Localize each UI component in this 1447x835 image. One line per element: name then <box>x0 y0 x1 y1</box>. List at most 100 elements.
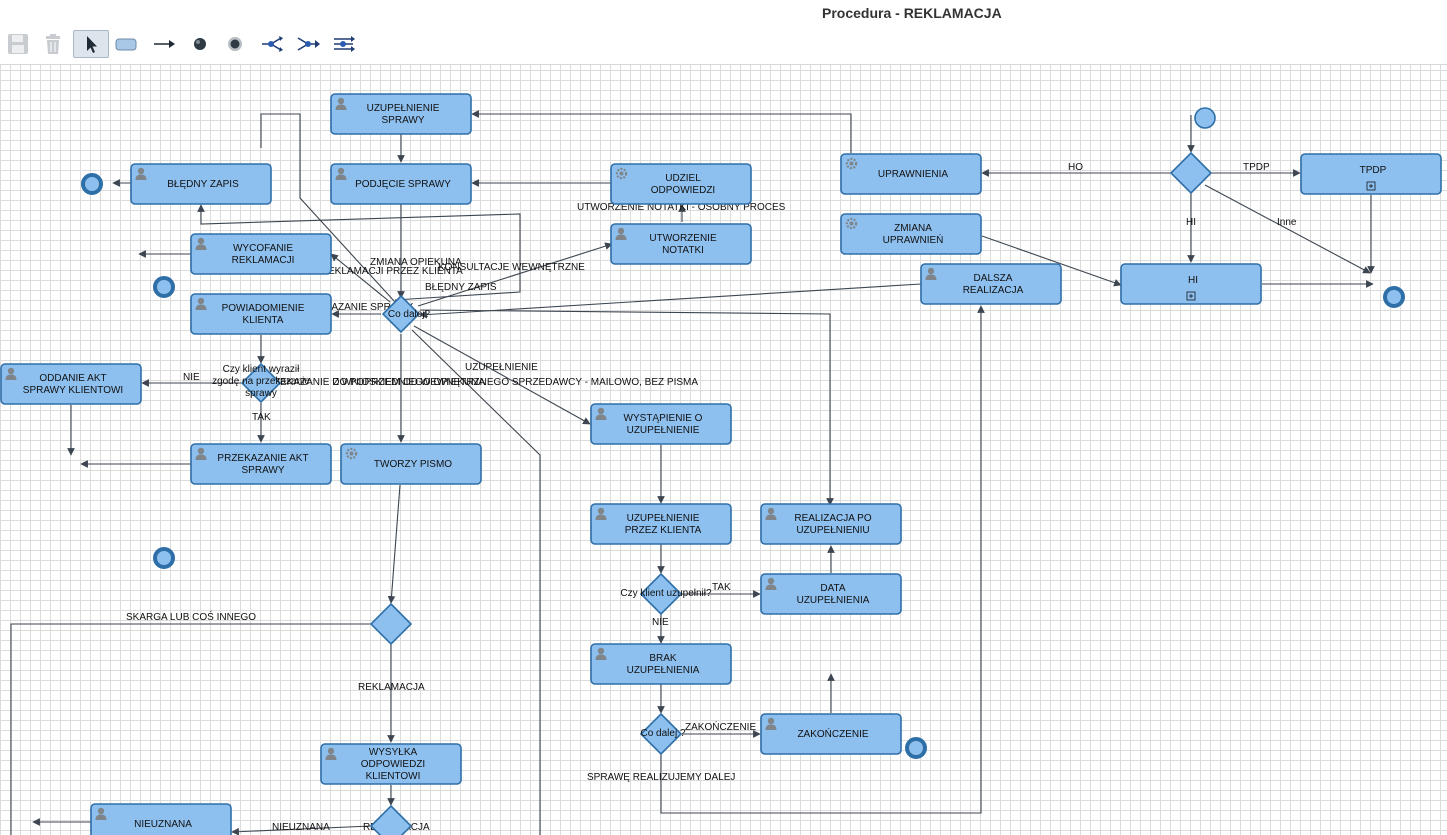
task-label: WYCOFANIE <box>233 243 293 254</box>
task-box <box>190 233 332 275</box>
task-label: UPRAWNIEŃ <box>883 233 944 246</box>
gateway-co-dalej[interactable]: Co dalej? <box>381 294 431 334</box>
task-box <box>760 573 902 615</box>
gateway-parallel-tool[interactable] <box>328 30 360 58</box>
gateway-czy-uzupelnil[interactable]: Czy klient uzupełnił? <box>620 572 712 616</box>
start-event[interactable] <box>1194 107 1216 129</box>
edge-gw-wycofanie[interactable] <box>330 253 391 303</box>
task-bledny-zapis[interactable]: BŁĘDNY ZAPIS <box>130 163 272 205</box>
task-label: DATA <box>820 583 846 594</box>
end-event[interactable] <box>1383 286 1405 308</box>
task-label: NOTATKI <box>662 245 704 256</box>
toolbar <box>0 26 1447 65</box>
edge-label: PRZEKAZANIE SPRAWY <box>298 302 414 313</box>
trash-icon <box>46 34 60 54</box>
arrow-right-icon <box>154 40 175 48</box>
task-label: UDZIEL <box>665 173 701 184</box>
task-tworzy-pismo[interactable]: TWORZY PISMO <box>340 443 482 485</box>
task-box <box>330 93 472 135</box>
edge-uprawnienia-uzupelnienie[interactable] <box>471 110 852 153</box>
connector-tool[interactable] <box>148 30 180 58</box>
edge-dalsza-gateway[interactable] <box>419 283 922 319</box>
edge-label: KONSULTACJE WEWNĘTRZNE <box>438 262 585 273</box>
parallel-icon <box>334 36 355 52</box>
task-box <box>840 213 982 255</box>
end-event[interactable] <box>81 173 103 195</box>
events <box>81 107 1405 759</box>
edge-gw-wystapienie[interactable] <box>413 325 591 425</box>
edge-tworzy-skarga[interactable] <box>387 484 401 604</box>
diagram-canvas[interactable]: HO TPDP HI Inne ZMIANA OPIEKUNA WYCOFANI… <box>0 65 1447 835</box>
task-label: NIEUZNANA <box>134 819 192 830</box>
task-tpdp[interactable]: TPDP <box>1300 153 1442 195</box>
gateway-co-dalej-2[interactable]: Co dalej ? <box>639 712 686 756</box>
edge-label: UZUPEŁNIENIE <box>465 362 538 373</box>
gateway-split-tool[interactable] <box>256 30 288 58</box>
task-label: WYSTĄPIENIE O <box>624 413 703 424</box>
gateway-zgoda[interactable]: Czy klient wyraził zgodę na przekazanie … <box>210 362 312 404</box>
gateway-bottom[interactable] <box>369 804 413 835</box>
task-box <box>920 263 1062 305</box>
task-box <box>590 643 732 685</box>
edge-gw-down <box>411 329 541 835</box>
end-event[interactable] <box>905 737 927 759</box>
gateway-skarga[interactable] <box>369 602 413 646</box>
end-event-tool[interactable] <box>184 30 216 58</box>
task-box <box>610 163 752 205</box>
edge-bottom-nieuznana[interactable] <box>231 825 372 835</box>
window-title: Procedura - REKLAMACJA <box>822 5 1002 21</box>
edge-gw-realizacja[interactable] <box>419 309 834 506</box>
save-tool[interactable] <box>2 30 34 58</box>
pointer-icon <box>87 36 97 53</box>
end-event[interactable] <box>153 547 175 569</box>
task-nieuznana[interactable]: NIEUZNANA <box>90 803 232 835</box>
edge-label: NIE <box>183 372 200 383</box>
task-label: TWORZY PISMO <box>374 459 452 470</box>
task-box <box>320 743 462 785</box>
task-hi[interactable]: HI <box>1120 263 1262 305</box>
gateway-merge-tool[interactable] <box>292 30 324 58</box>
task-box <box>1120 263 1262 305</box>
edge-zmiana-hi[interactable] <box>981 235 1122 287</box>
edge-gw-utworzenie[interactable] <box>417 242 613 307</box>
task-label: ZMIANA <box>894 223 932 234</box>
edge-codalej-dalej[interactable] <box>660 305 985 814</box>
subprocess-expand-icon <box>1186 291 1196 301</box>
edge-skarga-inne <box>10 623 371 835</box>
delete-tool[interactable] <box>37 30 69 58</box>
edge-label: TAK <box>252 412 271 423</box>
gateway[interactable] <box>1169 151 1213 195</box>
edge-gw-bledny[interactable] <box>197 204 521 301</box>
gateway-label-box: Czy klient wyraził zgodę na przekazanie … <box>212 364 310 399</box>
edge-label: HI <box>1186 217 1196 228</box>
task-label: ODPOWIEDZI <box>651 185 715 196</box>
task-zakonczenie[interactable]: ZAKOŃCZENIE <box>760 713 902 755</box>
edge-label: ZMIANA OPIEKUNA <box>370 257 462 268</box>
intermediate-event-tool[interactable] <box>219 30 251 58</box>
task-podjecie-sprawy[interactable]: PODJĘCIE SPRAWY <box>330 163 472 205</box>
task-tool[interactable] <box>110 30 142 58</box>
task-box <box>90 803 232 835</box>
select-tool[interactable] <box>73 30 109 58</box>
end-event[interactable] <box>153 276 175 298</box>
task-label: ZAKOŃCZENIE <box>797 727 868 740</box>
task-uprawnienia[interactable]: UPRAWNIENIA <box>840 153 982 195</box>
merge-icon <box>297 37 320 51</box>
edge-gw-inne[interactable] <box>1204 184 1371 274</box>
